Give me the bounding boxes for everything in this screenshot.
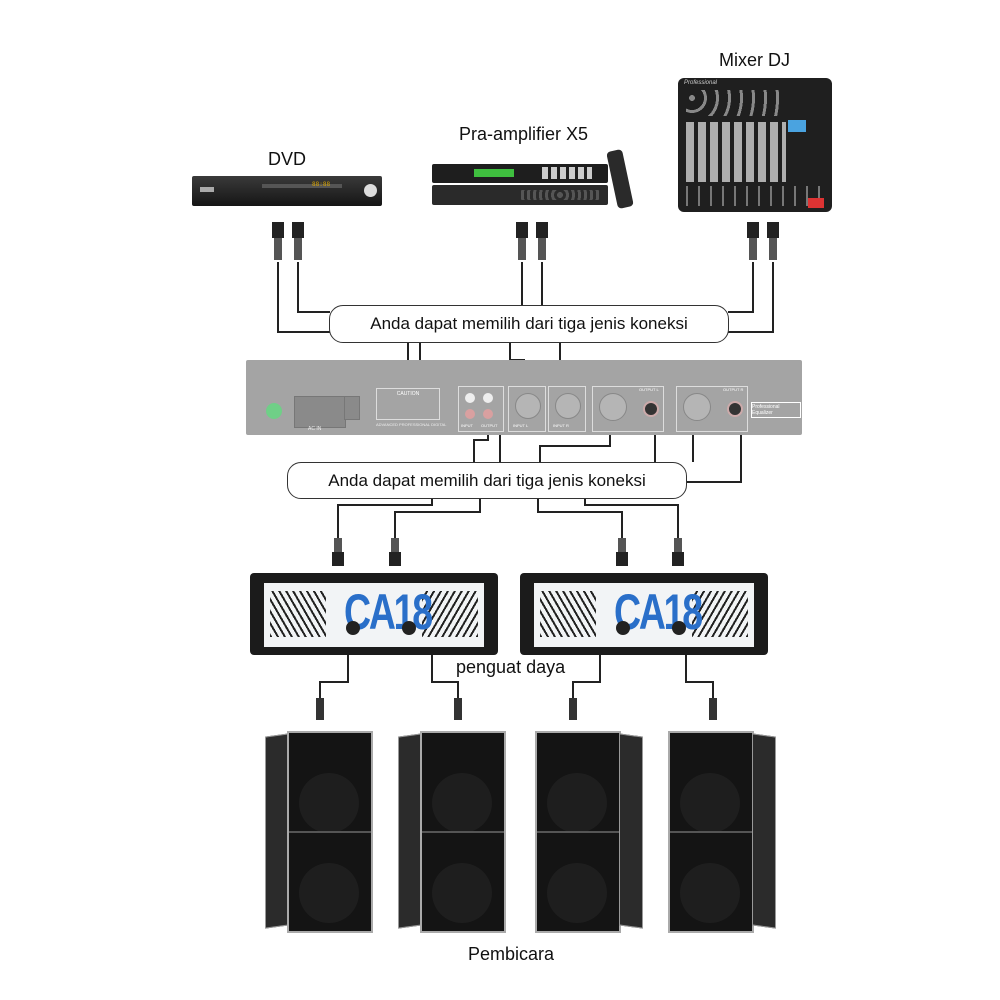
volume-knob-icon xyxy=(346,621,360,635)
dvd-player: 88:88 xyxy=(192,176,382,206)
amplifier-label: penguat daya xyxy=(456,657,566,677)
rca-plug-icon xyxy=(389,538,401,566)
port-label-input-l: INPUT L xyxy=(513,423,529,428)
output-r-group: OUTPUT R xyxy=(676,386,748,432)
port-label-output-l: OUTPUT L xyxy=(639,387,659,392)
caution-label: CAUTION xyxy=(396,391,420,397)
connection-note-bottom: Anda dapat memilih dari tiga jenis konek… xyxy=(287,462,687,499)
spk2-wire xyxy=(431,655,459,700)
speaker-3 xyxy=(535,727,643,933)
amp2-in-left xyxy=(537,496,623,540)
speaker-4 xyxy=(668,727,776,933)
combo-input-r: INPUT R xyxy=(548,386,586,432)
rca-plug-icon xyxy=(272,222,284,260)
mixer-wire-left xyxy=(728,262,754,313)
power-amplifier-2: CA18 xyxy=(520,573,768,655)
rca-plugs-top xyxy=(272,222,779,260)
preamp-unit xyxy=(432,164,608,206)
brand-line: ADVANCED PROFESSIONAL DIGITAL xyxy=(376,422,447,427)
caution-plate: CAUTION xyxy=(376,388,440,420)
volume-knob-icon xyxy=(672,621,686,635)
speaker-plug-icon xyxy=(454,698,462,720)
speaker-1 xyxy=(265,727,373,933)
combo-input-l: INPUT L xyxy=(508,386,546,432)
rca-plug-icon xyxy=(616,538,628,566)
rca-plug-icon xyxy=(536,222,548,260)
power-socket xyxy=(294,396,346,428)
volume-knob-icon xyxy=(402,621,416,635)
speaker-plugs xyxy=(316,698,717,720)
dvd-display: 88:88 xyxy=(312,181,331,188)
power-switch xyxy=(344,396,360,420)
rca-plug-icon xyxy=(332,538,344,566)
speakers-label: Pembicara xyxy=(468,944,555,964)
rca-plug-icon xyxy=(292,222,304,260)
speaker-plug-icon xyxy=(569,698,577,720)
preamp-label: Pra-amplifier X5 xyxy=(459,124,589,144)
rca-plug-icon xyxy=(672,538,684,566)
proc-out-f xyxy=(682,420,742,483)
amp1-in-left xyxy=(337,496,433,540)
power-led xyxy=(266,403,282,419)
spk1-wire xyxy=(319,655,349,700)
rca-port-group: INPUT OUTPUT xyxy=(458,386,504,432)
speaker-2 xyxy=(398,727,506,933)
connection-note-top: Anda dapat memilih dari tiga jenis konek… xyxy=(329,305,729,343)
spk4-wire xyxy=(685,655,714,700)
rca-plug-icon xyxy=(516,222,528,260)
mixer-label: Mixer DJ xyxy=(719,50,790,70)
rca-plugs-amps xyxy=(332,538,684,566)
rca-plug-icon xyxy=(747,222,759,260)
dvd-wire-right xyxy=(297,262,330,313)
port-label-output-r: OUTPUT R xyxy=(723,387,744,392)
rca-plug-icon xyxy=(767,222,779,260)
speaker-plug-icon xyxy=(709,698,717,720)
mixer-brand: Professional xyxy=(684,80,718,86)
ce-plate: Professional Equalizer xyxy=(751,402,801,418)
spk3-wire xyxy=(572,655,601,700)
port-label-input-r: INPUT R xyxy=(553,423,569,428)
dj-mixer: Professional xyxy=(678,78,832,212)
volume-knob-icon xyxy=(616,621,630,635)
dvd-label: DVD xyxy=(268,149,307,169)
processor-rear-panel: AC IN CAUTION ADVANCED PROFESSIONAL DIGI… xyxy=(246,360,802,435)
amp1-in-right xyxy=(394,496,481,540)
speaker-plug-icon xyxy=(316,698,324,720)
ac-in-label: AC IN xyxy=(308,426,322,432)
port-label-input: INPUT xyxy=(461,423,473,428)
mixer-wire-right xyxy=(728,262,774,333)
output-l-group: OUTPUT L xyxy=(592,386,664,432)
amp2-in-right xyxy=(584,496,679,540)
port-label-output: OUTPUT xyxy=(481,423,498,428)
power-amplifier-1: CA18 xyxy=(250,573,498,655)
dvd-wire-left xyxy=(277,262,330,333)
